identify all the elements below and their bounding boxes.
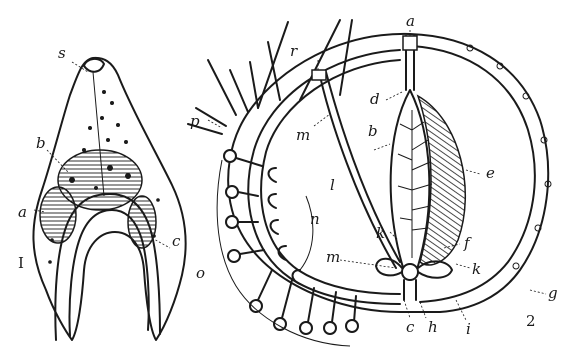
- fig2-label-p: p: [190, 112, 200, 130]
- fig2-label-h: h: [428, 318, 438, 336]
- fig2-number: 2: [526, 312, 536, 330]
- fig2-inner-wall-1: [248, 50, 400, 304]
- figure-2: a r d b e p m l n o m k f k g c h i 2: [188, 12, 558, 346]
- fig2-label-l: l: [330, 176, 335, 194]
- fig2-label-g: g: [548, 284, 558, 302]
- fig2-label-r: r: [290, 42, 298, 60]
- fig1-horseshoe-inner: [69, 210, 148, 336]
- fig2-label-b: b: [368, 122, 378, 140]
- fig2-strap-2: [326, 72, 400, 262]
- fig2-label-c: c: [406, 318, 415, 336]
- fig2-label-f: f: [463, 234, 472, 252]
- fig1-label-b: b: [36, 134, 46, 152]
- fig2-stalked-glands: [224, 150, 358, 334]
- fig2-label-k-left: k: [376, 224, 385, 242]
- fig1-cap: [84, 59, 104, 72]
- fig2-column-cap: [403, 36, 417, 50]
- fig1-label-s: s: [58, 44, 66, 62]
- fig1-number: I: [18, 254, 24, 272]
- fig2-base: [404, 280, 416, 300]
- fig2-label-o: o: [196, 264, 205, 282]
- fig1-label-a: a: [18, 203, 27, 221]
- fig2-label-m-lower: m: [326, 248, 340, 266]
- fig2-hatched-wing: [418, 96, 465, 265]
- fig2-bottom-knot: [402, 264, 418, 280]
- figure-1: s b a c I: [18, 44, 186, 340]
- fig2-label-e: e: [486, 164, 495, 182]
- fig2-label-n: n: [310, 210, 320, 228]
- fig2-label-i: i: [466, 320, 471, 338]
- fig2-label-k-right: k: [472, 260, 481, 278]
- fig2-label-d: d: [370, 90, 380, 108]
- fig2-label-a: a: [406, 12, 415, 30]
- fig1-label-c: c: [172, 232, 181, 250]
- fig2-label-m-upper: m: [296, 126, 310, 144]
- fig2-stud: [312, 70, 326, 80]
